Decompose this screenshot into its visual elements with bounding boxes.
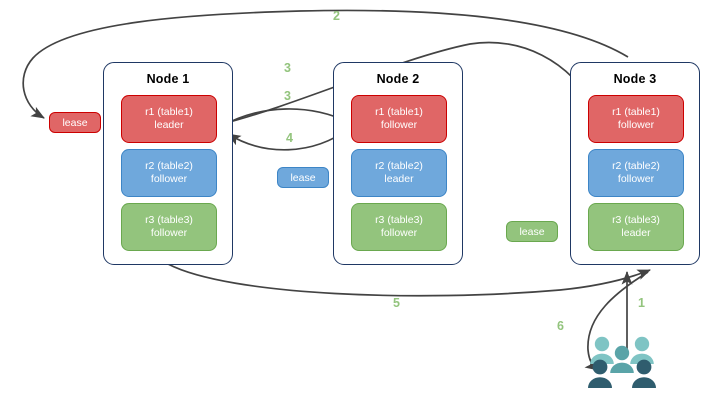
replica-name: r2 (table2) (612, 160, 660, 172)
replica-role: follower (380, 119, 418, 131)
node-2-replica-r1[interactable]: r1 (table1) follower (351, 95, 447, 143)
replica-name: r1 (table1) (612, 106, 660, 118)
replica-role: follower (617, 119, 655, 131)
node-3-replica-r3[interactable]: r3 (table3) leader (588, 203, 684, 251)
arrow-step-2 (22, 9, 629, 119)
step-label-5: 5 (393, 296, 400, 310)
lease-badge-table3[interactable]: lease (506, 221, 558, 242)
replica-name: r3 (table3) (375, 214, 423, 226)
node-3-title: Node 3 (613, 72, 657, 86)
step-label-2: 2 (333, 9, 340, 23)
replica-name: r2 (table2) (145, 160, 193, 172)
replica-name: r1 (table1) (375, 106, 423, 118)
node-3-container[interactable]: Node 3 r1 (table1) follower r2 (table2) … (570, 62, 700, 265)
replica-role: follower (617, 173, 655, 185)
node-1-container[interactable]: Node 1 r1 (table1) leader r2 (table2) fo… (103, 62, 233, 265)
step-label-3b: 3 (284, 89, 291, 103)
replica-role: follower (150, 227, 188, 239)
node-3-replica-r2[interactable]: r2 (table2) follower (588, 149, 684, 197)
replica-role: leader (154, 119, 184, 131)
replica-name: r1 (table1) (145, 106, 193, 118)
step-label-3a: 3 (284, 61, 291, 75)
node-2-replica-r3[interactable]: r3 (table3) follower (351, 203, 447, 251)
arrow-step-5 (167, 263, 651, 297)
arrow-step-6 (584, 271, 649, 371)
step-label-4: 4 (286, 131, 293, 145)
people-group-icon (588, 336, 656, 388)
node-1-replica-r3[interactable]: r3 (table3) follower (121, 203, 217, 251)
node-2-container[interactable]: Node 2 r1 (table1) follower r2 (table2) … (333, 62, 463, 265)
arrow-step-3-to-node2 (221, 108, 349, 127)
arrow-step-3-to-node3 (221, 41, 597, 125)
replica-role: leader (384, 173, 414, 185)
replica-role: leader (621, 227, 651, 239)
node-2-title: Node 2 (376, 72, 420, 86)
replica-name: r3 (table3) (145, 214, 193, 226)
replica-role: follower (380, 227, 418, 239)
replica-role: follower (150, 173, 188, 185)
node-1-replica-r1[interactable]: r1 (table1) leader (121, 95, 217, 143)
node-3-replica-r1[interactable]: r1 (table1) follower (588, 95, 684, 143)
node-1-title: Node 1 (146, 72, 190, 86)
node-1-replica-r2[interactable]: r2 (table2) follower (121, 149, 217, 197)
replica-name: r2 (table2) (375, 160, 423, 172)
lease-badge-table2[interactable]: lease (277, 167, 329, 188)
step-label-1: 1 (638, 296, 645, 310)
replica-name: r3 (table3) (612, 214, 660, 226)
step-label-6: 6 (557, 319, 564, 333)
lease-badge-table1[interactable]: lease (49, 112, 101, 133)
node-2-replica-r2[interactable]: r2 (table2) leader (351, 149, 447, 197)
